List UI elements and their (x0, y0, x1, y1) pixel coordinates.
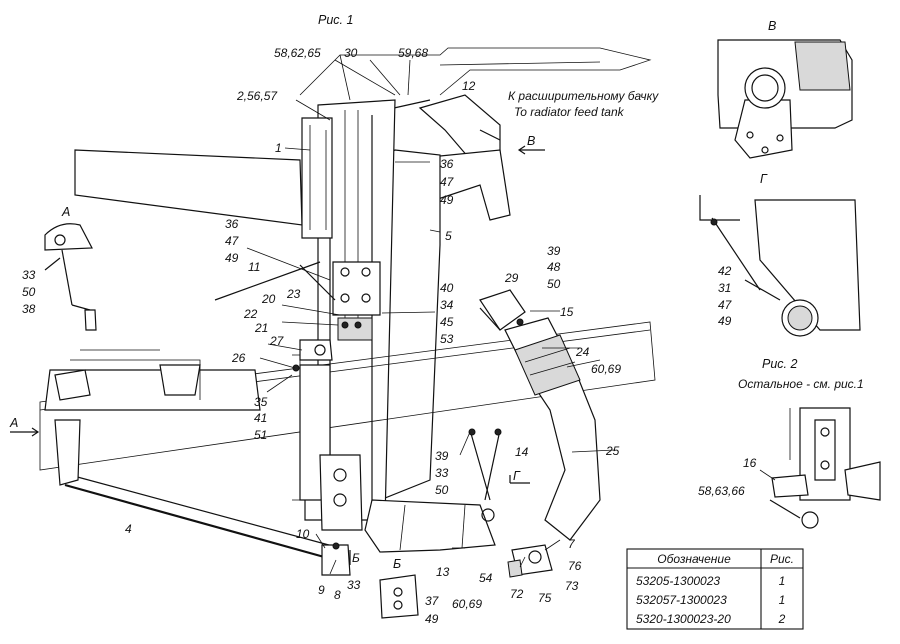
callout-label: 60,69 (591, 362, 621, 376)
callout-label: 31 (718, 281, 731, 295)
callout-label: 36 (225, 217, 239, 231)
callout-label: 33 (435, 466, 449, 480)
callout-label: 25 (605, 444, 620, 458)
view-a-letter: А (61, 205, 70, 219)
callout-label: 49 (425, 612, 439, 626)
view-a-arrow-letter: А (9, 416, 18, 430)
callout-label: 47 (440, 175, 455, 189)
callout-label: 49 (225, 251, 239, 265)
callout-label: 50 (547, 277, 561, 291)
callout-label: 5 (445, 229, 452, 243)
table-header-fig: Рис. (770, 552, 794, 566)
callout-label: 9 (318, 583, 325, 597)
callout-label: 33 (347, 578, 361, 592)
callout-label: 12 (462, 79, 476, 93)
table-cell-designation: 532057-1300023 (636, 593, 727, 607)
callout-label: 27 (269, 334, 285, 348)
callout-label: 36 (440, 157, 454, 171)
callout-label: 38 (22, 302, 36, 316)
callout-label: 24 (575, 345, 590, 359)
callout-label: 47 (718, 298, 733, 312)
table-cell-fig: 1 (779, 574, 786, 588)
callout-label: 73 (565, 579, 579, 593)
fig2-detail (759, 407, 881, 529)
callout-label: 30 (344, 46, 358, 60)
callout-label: 51 (254, 428, 267, 442)
designation-table: Обозначение Рис. 53205-1300023 1 532057-1300… (626, 548, 804, 630)
callout-label: 15 (560, 305, 574, 319)
callout-label: 33 (22, 268, 36, 282)
callout-label: 22 (243, 307, 258, 321)
callout-label: 8 (334, 588, 341, 602)
table-cell-designation: 53205-1300023 (636, 574, 720, 588)
callout-label: 34 (440, 298, 454, 312)
callout-label: 54 (479, 571, 493, 585)
callout-label: 50 (22, 285, 36, 299)
callout-label: 16 (743, 456, 757, 470)
view-b-letter: В (768, 19, 776, 33)
callout-label: 29 (504, 271, 519, 285)
callout-label: 42 (718, 264, 732, 278)
table-cell-fig: 2 (778, 612, 786, 626)
callout-label: 37 (425, 594, 440, 608)
main-assembly-figure (10, 47, 656, 619)
callout-label: 47 (225, 234, 240, 248)
callout-label: 50 (435, 483, 449, 497)
callout-label: 14 (515, 445, 529, 459)
callout-label: 59,68 (398, 46, 428, 60)
callout-label: 10 (296, 527, 310, 541)
fig1-title: Рис. 1 (318, 13, 353, 27)
callout-label: 76 (568, 559, 582, 573)
destination-ru: К расширительному бачку (508, 89, 659, 103)
table-cell-fig: 1 (779, 593, 786, 607)
callout-label: 49 (718, 314, 732, 328)
view-a-detail (44, 223, 97, 331)
callout-label: 58,62,65 (274, 46, 321, 60)
callout-label: 39 (547, 244, 561, 258)
fig2-note: Остальное - см. рис.1 (738, 377, 864, 391)
callout-label: 13 (436, 565, 450, 579)
table-cell-designation: 5320-1300023-20 (636, 612, 731, 626)
view-g-letter: Г (760, 172, 768, 186)
callout-label: 45 (440, 315, 454, 329)
callout-label: 26 (231, 351, 246, 365)
callout-label: 40 (440, 281, 454, 295)
callout-label: 11 (248, 260, 260, 274)
callout-label: 23 (286, 287, 301, 301)
callout-label: 72 (510, 587, 524, 601)
callout-label: 39 (435, 449, 449, 463)
callout-label: 20 (261, 292, 276, 306)
callout-label: 41 (254, 411, 267, 425)
view-bsmall-letter: Б (393, 557, 401, 571)
callout-label: 7 (568, 537, 576, 551)
view-b-detail (717, 39, 853, 159)
callout-label: 58,63,66 (698, 484, 745, 498)
callout-label: 1 (275, 141, 282, 155)
callout-label: 75 (538, 591, 552, 605)
view-g-detail (699, 195, 861, 337)
view-b-arrow-letter: В (527, 134, 535, 148)
callout-label: 2,56,57 (236, 89, 278, 103)
view-g-arrow-letter: Г (513, 469, 521, 483)
callout-label: 48 (547, 260, 561, 274)
table-header-designation: Обозначение (657, 552, 731, 566)
callout-label: 21 (254, 321, 268, 335)
callout-label: 4 (125, 522, 132, 536)
callout-label: 53 (440, 332, 454, 346)
fig2-title: Рис. 2 (762, 357, 797, 371)
callout-label: 60,69 (452, 597, 482, 611)
destination-en: To radiator feed tank (514, 105, 625, 119)
view-bsmall-arrow-letter: Б (352, 551, 360, 565)
callout-label: 35 (254, 395, 268, 409)
callout-label: 49 (440, 193, 454, 207)
